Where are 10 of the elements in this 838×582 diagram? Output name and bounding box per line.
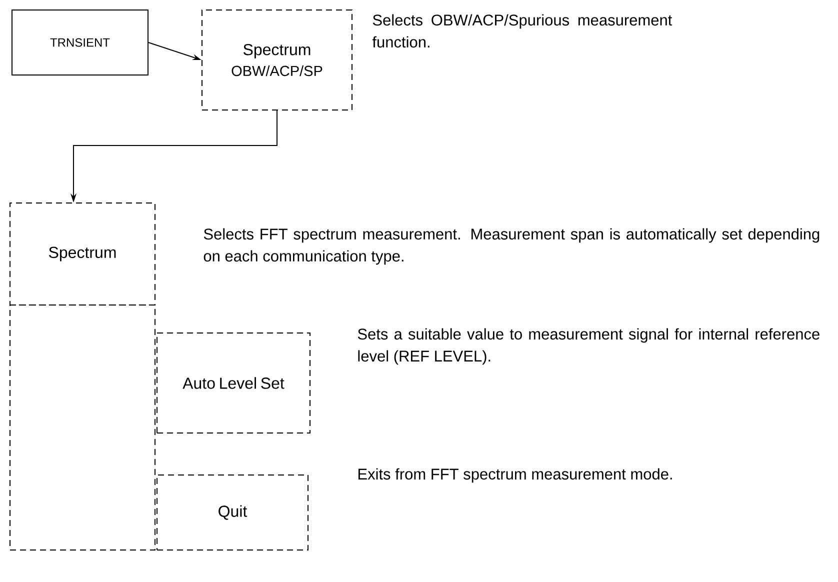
menu-box: Spectrum: [10, 202, 156, 306]
description-text: Sets a suitable value to measurement signal for internal reference level (REF LEVEL).: [358, 328, 820, 365]
menu-box: Auto Level Set: [156, 332, 310, 434]
description-text: Exits from FFT spectrum measurement mode.: [358, 468, 672, 483]
menu-box: [10, 304, 156, 550]
menu-box: Spectrum OBW/ACP/SP: [202, 10, 352, 110]
description-text: Selects FFT spectrum measurement. Measurement span is automatically set depending on each communication type.: [204, 228, 820, 265]
description-text: Selects OBW/ACP/Spurious measurement function.: [372, 14, 672, 48]
menu-box: TRNSIENT: [12, 10, 148, 76]
menu-box: Quit: [156, 474, 308, 550]
